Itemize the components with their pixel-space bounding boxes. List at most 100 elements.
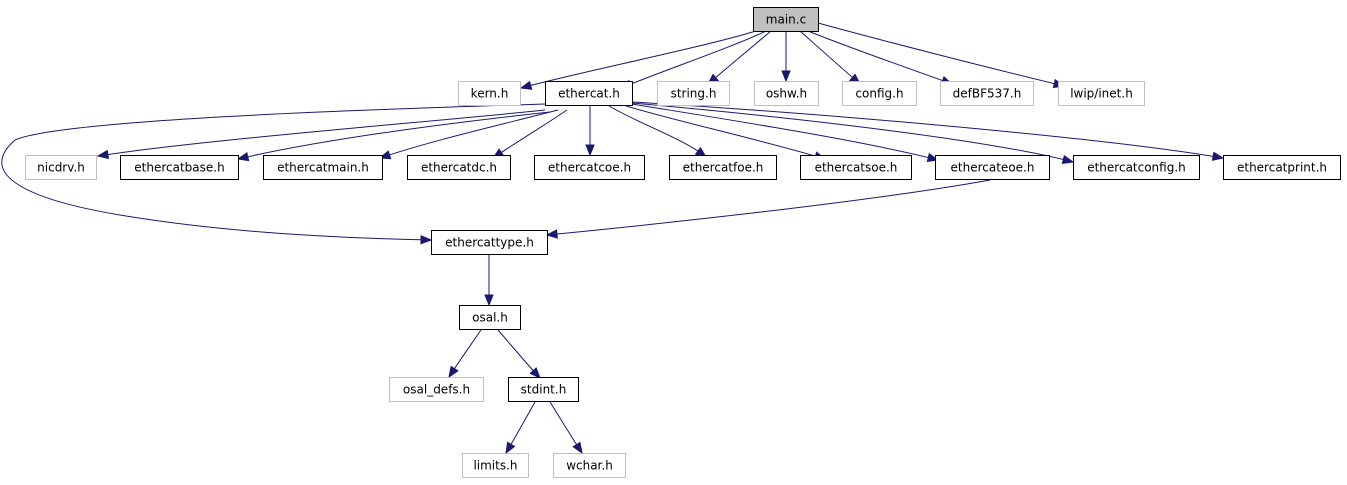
node-box <box>657 81 730 106</box>
node-eoe[interactable]: ethercateoe.h <box>935 155 1050 180</box>
edge-line <box>817 22 1065 87</box>
node-label: ethercattype.h <box>445 236 534 250</box>
edge-line <box>625 105 826 160</box>
node-box <box>534 155 645 180</box>
edge-eoe-to-type <box>545 179 991 239</box>
node-label: ethercat.h <box>558 87 620 101</box>
node-box <box>458 81 521 106</box>
node-print[interactable]: ethercatprint.h <box>1223 155 1341 180</box>
node-box <box>545 81 633 106</box>
node-label: osal_defs.h <box>403 383 470 397</box>
edge-arrowhead <box>236 152 250 162</box>
edge-arrowhead <box>96 149 110 160</box>
edge-main-to-cfg <box>799 30 862 85</box>
node-label: ethercatprint.h <box>1237 161 1327 175</box>
node-label: nicdrv.h <box>37 161 85 175</box>
edge-ecat-to-base <box>236 111 551 162</box>
node-label: osal.h <box>472 311 508 325</box>
node-box <box>753 7 819 32</box>
edge-main-to-str <box>706 30 772 85</box>
edge-arrowhead <box>484 294 494 307</box>
edge-stdint-to-wchar <box>549 401 583 455</box>
node-coe[interactable]: ethercatcoe.h <box>534 155 645 180</box>
node-wchar: wchar.h <box>553 453 626 478</box>
node-box <box>935 155 1050 180</box>
node-box <box>1223 155 1341 180</box>
edge-arrowhead <box>519 80 533 90</box>
node-label: wchar.h <box>566 459 613 473</box>
node-box <box>407 155 511 180</box>
edge-ecat-to-type <box>1 103 546 245</box>
node-box <box>1058 81 1145 106</box>
node-box <box>431 230 548 255</box>
edge-main-to-oshw <box>781 31 791 83</box>
edge-stdint-to-lim <box>505 401 536 455</box>
node-conf[interactable]: ethercatconfig.h <box>1073 155 1200 180</box>
node-lim: limits.h <box>462 453 529 478</box>
node-box <box>1073 155 1200 180</box>
node-oshw: oshw.h <box>754 81 819 106</box>
node-box <box>669 155 777 180</box>
node-cfg: config.h <box>842 81 917 106</box>
edges-layer <box>1 22 1225 455</box>
node-label: limits.h <box>473 459 517 473</box>
node-box <box>459 305 521 330</box>
node-str: string.h <box>657 81 730 106</box>
node-dc[interactable]: ethercatdc.h <box>407 155 511 180</box>
node-box <box>25 155 97 180</box>
node-label: ethercateoe.h <box>951 161 1035 175</box>
node-ecat[interactable]: ethercat.h <box>545 81 633 106</box>
edge-arrowhead <box>448 365 459 379</box>
node-nic: nicdrv.h <box>25 155 97 180</box>
edge-arrowhead <box>585 144 595 157</box>
node-foe[interactable]: ethercatfoe.h <box>669 155 777 180</box>
node-box <box>842 81 917 106</box>
edge-type-to-osal <box>484 255 494 307</box>
edge-line <box>1 103 546 241</box>
node-label: stdint.h <box>521 383 567 397</box>
node-box <box>940 81 1034 106</box>
node-bf: defBF537.h <box>940 81 1034 106</box>
node-base[interactable]: ethercatbase.h <box>120 155 239 180</box>
edge-ecat-to-coe <box>585 106 595 157</box>
edge-arrowhead <box>781 70 791 83</box>
edge-line <box>631 103 939 161</box>
node-box <box>508 377 579 402</box>
edge-line <box>520 30 757 89</box>
edge-arrowhead <box>505 441 516 455</box>
edge-line <box>237 111 551 160</box>
edge-arrowhead <box>545 229 558 239</box>
edge-line <box>631 102 1074 163</box>
node-soe[interactable]: ethercatsoe.h <box>800 155 912 180</box>
node-box <box>389 377 484 402</box>
edge-ecat-to-soe <box>625 105 827 161</box>
edge-line <box>807 30 953 85</box>
node-osal[interactable]: osal.h <box>459 305 521 330</box>
node-label: oshw.h <box>766 87 807 101</box>
node-label: ethercatdc.h <box>421 161 497 175</box>
edge-osal-to-odefs <box>448 329 482 379</box>
node-type[interactable]: ethercattype.h <box>431 230 548 255</box>
nodes-layer: main.c kern.h ethercat.h string.h oshw.h conf… <box>25 7 1341 478</box>
node-box <box>120 155 239 180</box>
node-label: ethercatbase.h <box>134 161 224 175</box>
node-label: lwip/inet.h <box>1070 87 1133 101</box>
node-label: config.h <box>855 87 903 101</box>
node-label: ethercatsoe.h <box>815 161 898 175</box>
node-stdint[interactable]: stdint.h <box>508 377 579 402</box>
node-label: kern.h <box>471 87 509 101</box>
edge-line <box>707 30 772 85</box>
node-odefs: osal_defs.h <box>389 377 484 402</box>
node-label: ethercatfoe.h <box>683 161 764 175</box>
node-label: defBF537.h <box>953 87 1022 101</box>
edge-arrowhead <box>1061 154 1075 165</box>
edge-line <box>620 30 767 89</box>
node-emain[interactable]: ethercatmain.h <box>263 155 383 180</box>
edge-line <box>799 30 861 85</box>
edge-osal-to-stdint <box>497 329 541 379</box>
node-main[interactable]: main.c <box>753 7 819 32</box>
edge-line <box>631 101 1224 159</box>
node-label: main.c <box>766 13 806 27</box>
edge-line <box>379 109 559 159</box>
node-inet: lwip/inet.h <box>1058 81 1145 106</box>
